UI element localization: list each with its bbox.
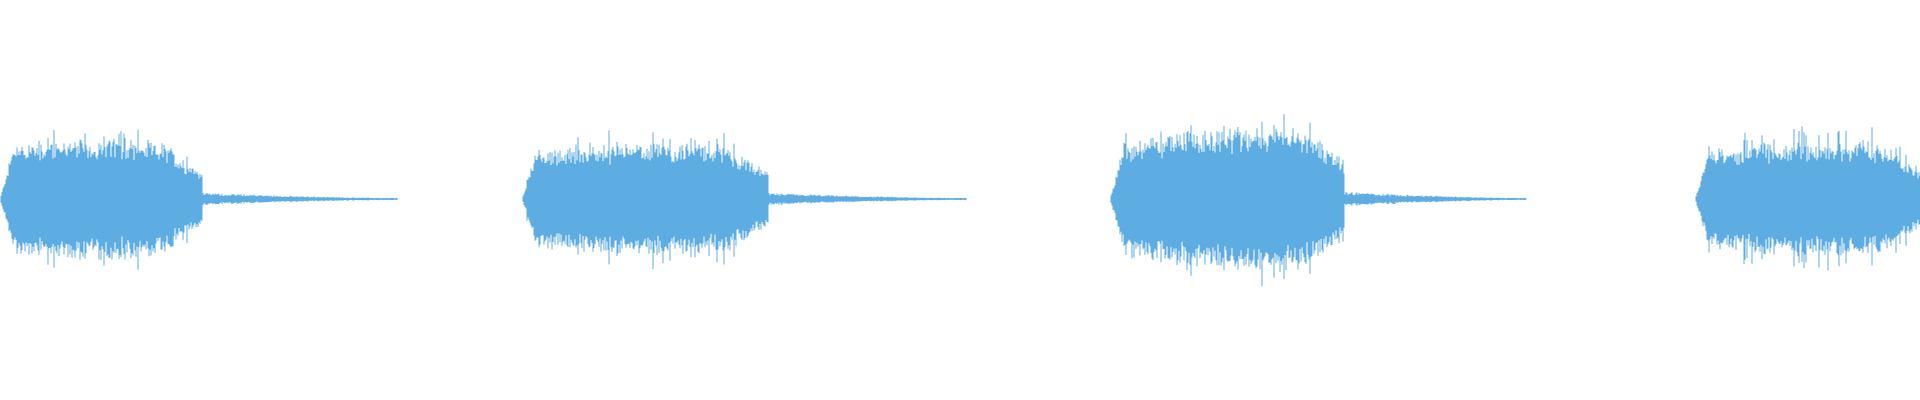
waveform-segment — [1695, 126, 1920, 271]
waveform-segment — [1110, 114, 1527, 287]
waveform-segment — [0, 129, 398, 270]
waveform-segment — [522, 130, 967, 270]
waveform-bars — [0, 114, 1920, 287]
